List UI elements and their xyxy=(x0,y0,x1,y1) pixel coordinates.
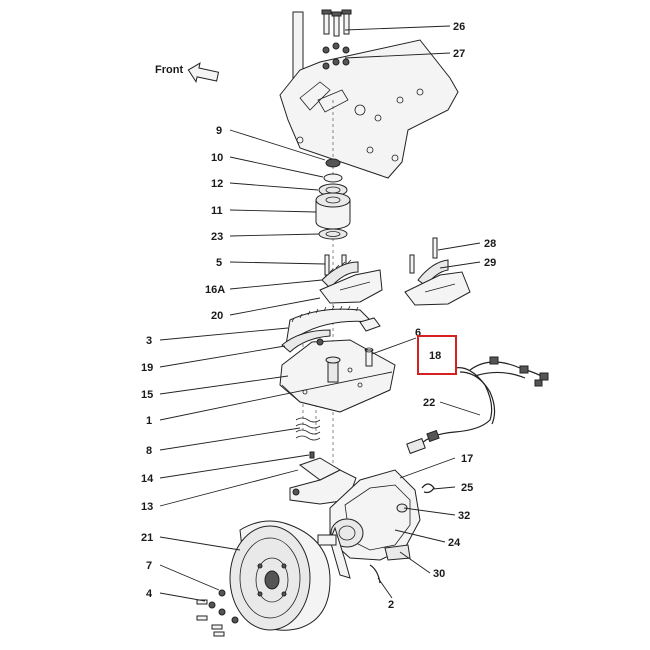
callout-20: 20 xyxy=(211,310,223,322)
callout-labels: 26 27 9 10 12 11 23 5 16A 20 28 29 3 19 … xyxy=(141,21,496,611)
callout-18: 18 xyxy=(429,350,441,362)
callout-6: 6 xyxy=(415,327,421,339)
callout-5: 5 xyxy=(216,257,222,269)
spring-stack xyxy=(295,417,321,459)
callout-21: 21 xyxy=(141,532,153,544)
callout-30: 30 xyxy=(433,568,445,580)
callout-15: 15 xyxy=(141,389,153,401)
callout-10: 10 xyxy=(211,152,223,164)
retaining-clip-25 xyxy=(421,483,435,494)
wheel-fasteners xyxy=(196,589,239,637)
drive-wheel xyxy=(229,520,331,631)
wiring-harness xyxy=(406,356,549,455)
callout-3: 3 xyxy=(146,335,152,347)
gear-housing xyxy=(317,469,421,579)
gear-segment-right xyxy=(404,237,471,306)
callout-26: 26 xyxy=(453,21,465,33)
bearing-stack xyxy=(315,158,351,240)
callout-12: 12 xyxy=(211,178,223,190)
callout-13: 13 xyxy=(141,501,153,513)
callout-24: 24 xyxy=(448,537,461,549)
callout-27: 27 xyxy=(453,48,465,60)
callout-8: 8 xyxy=(146,445,152,457)
callout-22: 22 xyxy=(423,397,435,409)
base-plate xyxy=(279,338,396,413)
callout-4: 4 xyxy=(146,588,153,600)
callout-1: 1 xyxy=(146,415,152,427)
callout-29: 29 xyxy=(484,257,496,269)
front-direction-arrow: Front xyxy=(155,62,220,84)
callout-32: 32 xyxy=(458,510,470,522)
callout-28: 28 xyxy=(484,238,496,250)
callout-14: 14 xyxy=(141,473,154,485)
top-mounting-plate xyxy=(279,11,459,179)
bolt-set-26 xyxy=(321,9,352,37)
gear-segment-16a xyxy=(319,254,383,304)
front-label: Front xyxy=(155,64,183,76)
highlight-box xyxy=(417,335,457,375)
callout-11: 11 xyxy=(211,205,223,217)
leader-lines xyxy=(159,25,481,602)
callout-9: 9 xyxy=(216,125,222,137)
nut-set-27 xyxy=(322,42,350,70)
callout-17: 17 xyxy=(461,453,473,465)
callout-23: 23 xyxy=(211,231,223,243)
callout-2: 2 xyxy=(388,599,394,611)
callout-7: 7 xyxy=(146,560,152,572)
caster-arm xyxy=(289,457,357,505)
callout-19: 19 xyxy=(141,362,153,374)
spring-wire-2 xyxy=(369,564,381,584)
callout-25: 25 xyxy=(461,482,473,494)
callout-16a: 16A xyxy=(205,284,225,296)
